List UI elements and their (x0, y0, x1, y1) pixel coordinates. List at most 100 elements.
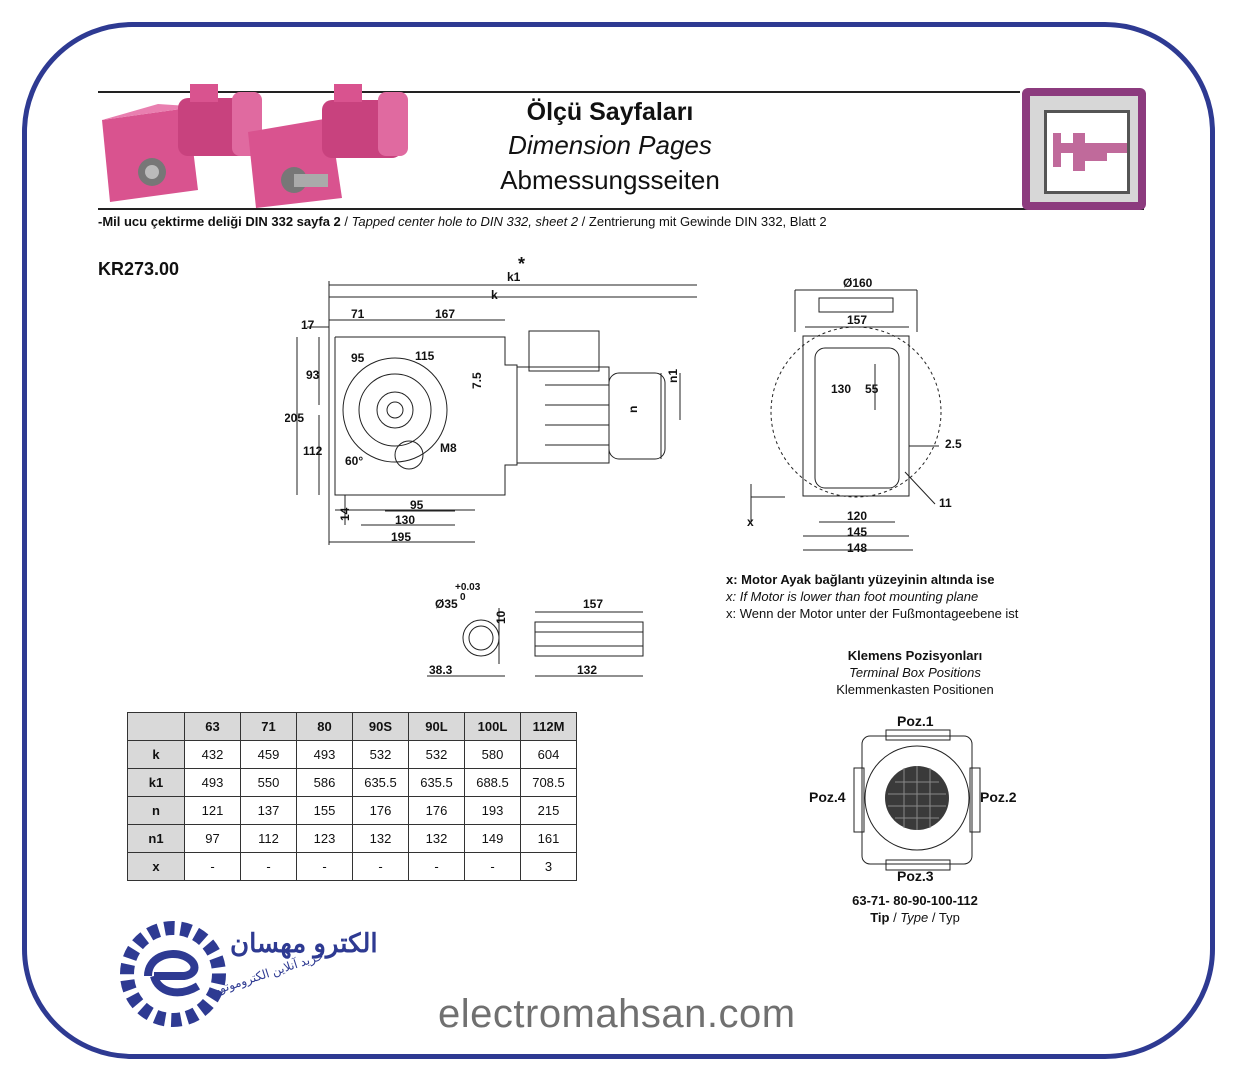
table-row: x - - - - - - 3 (127, 852, 577, 881)
dim-167: 167 (435, 307, 455, 321)
table-cell: - (240, 852, 297, 881)
note-de: x: Wenn der Motor unter der Fußmontageeb… (726, 606, 1019, 621)
center-hole-note: -Mil ucu çektirme deliği DIN 332 sayfa 2… (98, 214, 827, 229)
table-header-cell: 112M (520, 712, 577, 741)
side-view-drawing: k1 * k 17 71 167 93 205 112 95 115 7.5 n… (285, 255, 697, 545)
center-hole-note-en: Tapped center hole to DIN 332, sheet 2 (351, 214, 579, 229)
dim-157: 157 (847, 313, 867, 327)
motor-image-1 (102, 84, 262, 202)
table-header-row: 63 71 80 90S 90L 100L 112M (127, 712, 577, 741)
table-cell: 3 (520, 852, 577, 881)
label-m8: M8 (440, 441, 457, 455)
table-header-cell: 63 (184, 712, 241, 741)
model-code: KR273.00 (98, 259, 180, 279)
terminal-box-title: Klemens Pozisyonları Terminal Box Positi… (780, 647, 1050, 698)
dim-95-bottom: 95 (410, 498, 424, 512)
dim-k: k (491, 288, 498, 302)
dim-95-top: 95 (351, 351, 365, 365)
dim-112: 112 (303, 444, 323, 458)
table-cell: 132 (408, 824, 465, 853)
table-cell: 532 (408, 740, 465, 769)
center-hole-note-de: Zentrierung mit Gewinde DIN 332, Blatt 2 (588, 214, 827, 229)
table-cell: - (464, 852, 521, 881)
sep: / (889, 910, 901, 925)
dim-38-3: 38.3 (429, 663, 453, 677)
dim-10: 10 (494, 610, 508, 624)
table-row: k1 493 550 586 635.5 635.5 688.5 708.5 (127, 768, 577, 797)
page-frame (22, 22, 1215, 1059)
table-row: n1 97 112 123 132 132 149 161 (127, 824, 577, 853)
table-header-cell: 90S (352, 712, 409, 741)
dim-205: 205 (285, 411, 304, 425)
table-cell: 161 (520, 824, 577, 853)
terminal-box-title-de: Klemmenkasten Positionen (836, 682, 994, 697)
dim-60deg: 60° (345, 454, 363, 468)
table-cell: 137 (240, 796, 297, 825)
dim-n1: n1 (666, 369, 680, 383)
row-label: k (127, 740, 185, 769)
table-cell: 97 (184, 824, 241, 853)
dim-145: 145 (847, 525, 867, 539)
terminal-box-diagram: Poz.1 Poz.2 Poz.3 Poz.4 (809, 713, 1017, 884)
dim-148: 148 (847, 541, 867, 555)
table-header-cell: 80 (296, 712, 353, 741)
terminal-box-title-tr: Klemens Pozisyonları (847, 648, 983, 663)
title-german: Abmessungsseiten (500, 165, 720, 195)
table-header-cell: 71 (240, 712, 297, 741)
table-cell: - (296, 852, 353, 881)
row-label: x (127, 852, 185, 881)
table-cell: 586 (296, 768, 353, 797)
table-header-cell (127, 712, 185, 741)
table-cell: 635.5 (408, 768, 465, 797)
dim-k1-star: * (518, 255, 525, 274)
dim-130-front: 130 (831, 382, 851, 396)
table-row: n 121 137 155 176 176 193 215 (127, 796, 577, 825)
table-cell: 123 (296, 824, 353, 853)
dim-157-shaft: 157 (583, 597, 603, 611)
note-tr: x: Motor Ayak bağlantı yüzeyinin altında… (726, 572, 995, 587)
tolerance-upper: +0.03 (455, 582, 481, 593)
dim-x: x (747, 515, 754, 529)
type-de: Typ (938, 910, 960, 925)
center-hole-note-tr: -Mil ucu çektirme deliği DIN 332 sayfa 2 (98, 214, 341, 229)
table-cell: 149 (464, 824, 521, 853)
dim-71: 71 (351, 307, 365, 321)
front-view-drawing: Ø160 157 130 55 2.5 11 x 120 145 148 (747, 276, 962, 555)
table-cell: 708.5 (520, 768, 577, 797)
dim-130: 130 (395, 513, 415, 527)
table-header-cell: 100L (464, 712, 521, 741)
table-cell: 493 (184, 768, 241, 797)
header-rule-bottom (98, 208, 1144, 210)
table-cell: 604 (520, 740, 577, 769)
table-cell: 432 (184, 740, 241, 769)
terminal-box-types: 63-71- 80-90-100-112 Tip / Type / Typ (800, 892, 1030, 926)
dim-k1: k1 (507, 270, 521, 284)
table-cell: - (184, 852, 241, 881)
dim-93: 93 (306, 368, 320, 382)
table-cell: 112 (240, 824, 297, 853)
table-cell: 176 (352, 796, 409, 825)
dim-17: 17 (301, 318, 315, 332)
title-english: Dimension Pages (508, 130, 712, 160)
sep: / (578, 214, 589, 229)
title-turkish: Ölçü Sayfaları (526, 98, 694, 126)
dim-n: n (626, 406, 640, 413)
motor-sizes: 63-71- 80-90-100-112 (852, 893, 978, 908)
table-cell: - (352, 852, 409, 881)
website-url[interactable]: electromahsan.com (438, 992, 796, 1036)
table-cell: 193 (464, 796, 521, 825)
poz-2: Poz.2 (980, 789, 1017, 805)
dim-o160: Ø160 (843, 276, 873, 290)
dim-132: 132 (577, 663, 597, 677)
terminal-box-title-en: Terminal Box Positions (849, 665, 981, 680)
tolerance-lower: 0 (460, 592, 466, 603)
table-cell: 580 (464, 740, 521, 769)
type-en: Type (900, 910, 929, 925)
table-cell: 550 (240, 768, 297, 797)
caliper-icon (1022, 88, 1146, 210)
type-tr: Tip (870, 910, 890, 925)
table-cell: 532 (352, 740, 409, 769)
logo-text: الکترو مهسان (230, 928, 378, 958)
dimension-table: 63 71 80 90S 90L 100L 112M k 432 459 493… (127, 712, 577, 881)
motor-position-notes: x: Motor Ayak bağlantı yüzeyinin altında… (726, 571, 1018, 622)
